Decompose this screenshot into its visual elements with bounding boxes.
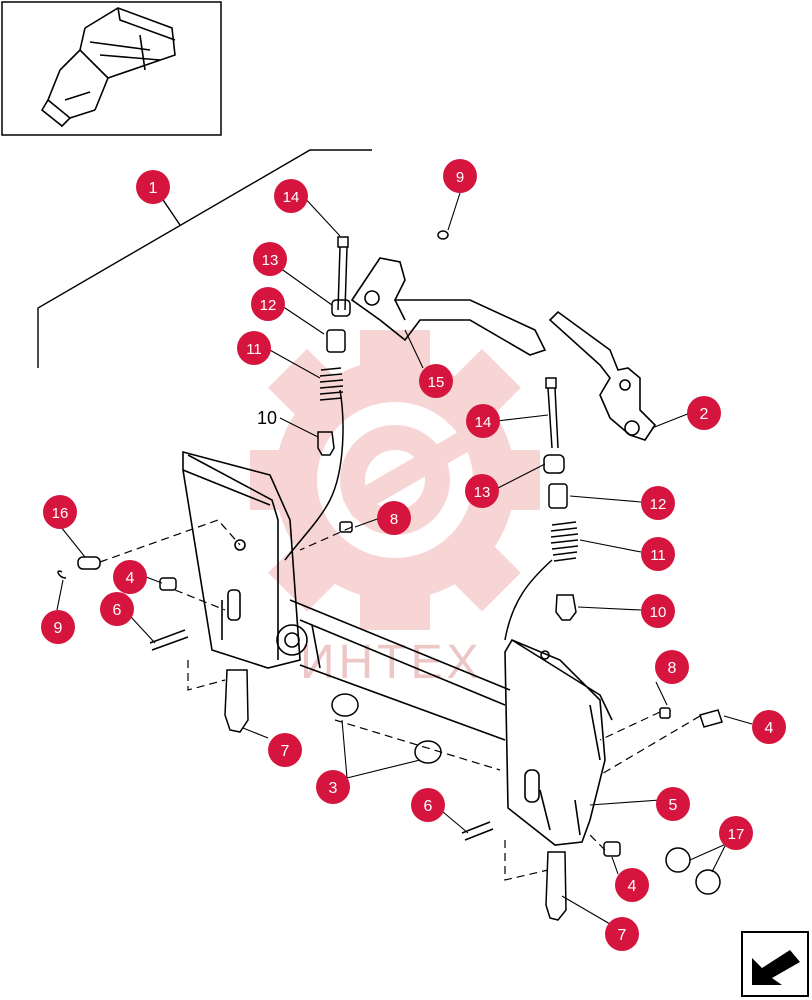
callout-6b: 6 [411,788,445,822]
svg-text:14: 14 [475,414,492,431]
callout-2: 2 [687,396,721,430]
callout-7b: 7 [605,917,639,951]
svg-text:12: 12 [650,496,667,513]
leader-lines [56,192,753,925]
callout-11b: 11 [641,537,675,571]
callout-9b: 9 [41,610,75,644]
svg-text:16: 16 [52,505,69,522]
right-side-plate [504,638,613,846]
svg-text:5: 5 [669,797,678,814]
callout-14b: 14 [466,404,500,438]
callout-4b: 4 [752,710,786,744]
right-latch-stack [504,377,579,641]
svg-text:10: 10 [650,604,667,621]
lever-2 [548,310,657,441]
svg-text:6: 6 [424,798,433,815]
svg-text:17: 17 [728,826,745,843]
svg-text:13: 13 [474,484,491,501]
lever-15 [350,257,547,356]
watermark-text: ИНТЕХ [300,636,483,689]
svg-text:11: 11 [650,547,666,564]
assembly-bracket-line [37,149,372,368]
svg-text:7: 7 [281,743,290,760]
left-side-plate [182,450,301,669]
svg-text:9: 9 [456,169,464,186]
callout-16: 16 [43,495,77,529]
svg-text:3: 3 [329,780,338,797]
svg-text:8: 8 [390,511,398,528]
callout-8b: 8 [655,650,689,684]
callout-3: 3 [316,770,350,804]
svg-text:9: 9 [54,620,63,637]
svg-text:6: 6 [113,602,122,619]
svg-text:4: 4 [126,570,135,587]
svg-text:4: 4 [628,878,637,895]
callout-8a: 8 [377,501,411,535]
svg-text:13: 13 [262,252,279,269]
callout-13a: 13 [253,242,287,276]
callout-9a: 9 [443,159,477,193]
callout-14a: 14 [274,179,308,213]
callout-11a: 11 [237,331,271,365]
callout-10a: 10 [641,594,675,628]
callout-12a: 12 [251,287,285,321]
svg-text:2: 2 [700,406,709,423]
loader-frame-thumbnail-icon [1,1,222,136]
callout-6a: 6 [100,592,134,626]
dashed-guides [99,519,701,881]
callout-13b: 13 [465,474,499,508]
svg-text:11: 11 [246,341,262,358]
svg-text:4: 4 [765,720,774,737]
callout-17: 17 [719,816,753,850]
callout-7a: 7 [268,733,302,767]
callout-4c: 4 [615,868,649,902]
callout-5: 5 [656,787,690,821]
svg-text:14: 14 [283,189,300,206]
svg-text:12: 12 [260,297,277,314]
callout-15: 15 [419,364,453,398]
back-arrow-icon[interactable] [741,931,809,997]
callout-1: 1 [136,170,170,204]
svg-text:7: 7 [618,927,627,944]
label-10-plain: 10 [257,408,277,428]
callout-4a: 4 [113,560,147,594]
gear-wrench-logo-icon [250,330,540,630]
svg-text:15: 15 [428,374,445,391]
callout-12b: 12 [641,486,675,520]
left-latch-stack [284,236,351,561]
svg-text:1: 1 [149,180,158,197]
small-parts [57,230,723,921]
crossbar-tube [276,599,511,741]
svg-text:8: 8 [668,660,677,677]
